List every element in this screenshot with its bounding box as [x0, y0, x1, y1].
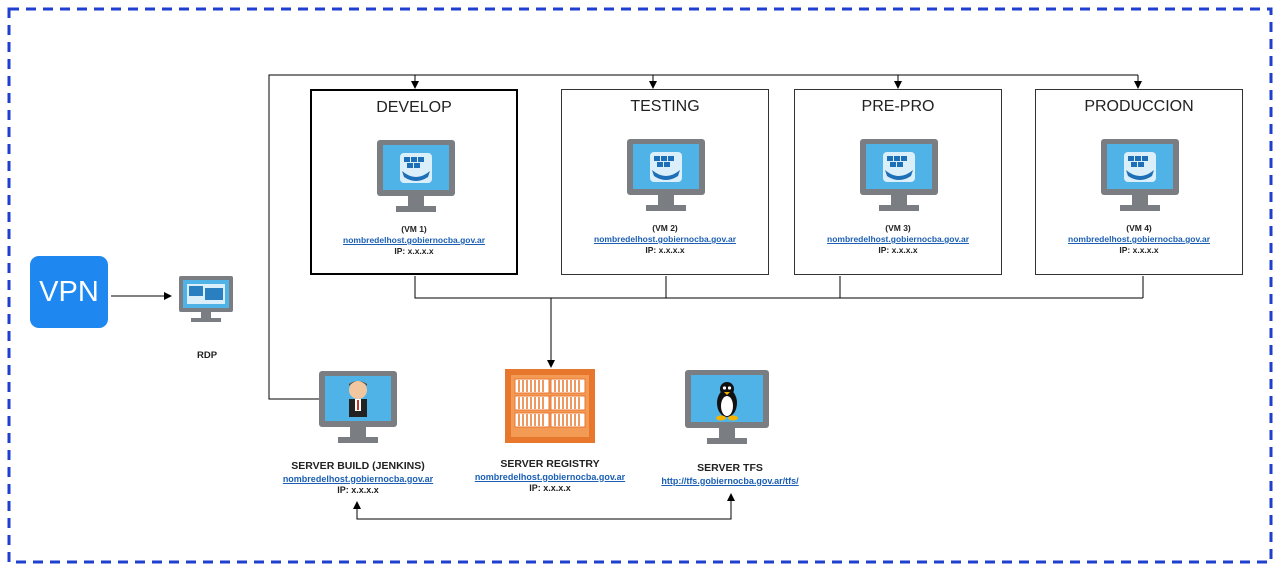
docker-monitor-icon	[1101, 139, 1179, 211]
vm-label: (VM 1)	[401, 224, 427, 234]
server-build-ip: IP: x.x.x.x	[337, 485, 379, 495]
linux-monitor-icon	[685, 370, 769, 444]
connector-jenkins-to-environments	[268, 74, 1138, 400]
ip-label: IP: x.x.x.x	[645, 245, 685, 255]
server-build-info: SERVER BUILD (JENKINS) nombredelhost.gob…	[270, 460, 446, 497]
host-link[interactable]: nombredelhost.gobiernocba.gov.ar	[343, 235, 485, 245]
env-box-develop[interactable]: DEVELOP (VM 1) nombredelhost.gobiernocba…	[310, 89, 518, 275]
container-registry-icon	[505, 369, 595, 443]
server-registry-ip: IP: x.x.x.x	[529, 483, 571, 493]
env-title: TESTING	[630, 98, 700, 115]
env-box-testing[interactable]: TESTING (VM 2) nombredelhost.gobiernocba…	[561, 89, 769, 275]
connector-jenkins-tfs	[356, 507, 732, 520]
host-link[interactable]: nombredelhost.gobiernocba.gov.ar	[827, 234, 969, 244]
outer-dashed-frame	[7, 7, 1273, 564]
vpn-label: VPN	[39, 275, 99, 308]
server-tfs-title: SERVER TFS	[697, 462, 763, 474]
rdp-label: RDP	[196, 350, 218, 361]
server-tfs-url-link[interactable]: http://tfs.gobiernocba.gov.ar/tfs/	[661, 475, 799, 486]
server-registry-title: SERVER REGISTRY	[500, 458, 600, 470]
vm-label: (VM 3)	[885, 223, 911, 233]
docker-monitor-icon	[377, 140, 455, 212]
docker-monitor-icon	[860, 139, 938, 211]
env-box-prepro[interactable]: PRE-PRO (VM 3) nombredelhost.gobiernocba…	[794, 89, 1002, 275]
connector-environments-to-registry	[414, 276, 1144, 366]
server-build-title: SERVER BUILD (JENKINS)	[291, 460, 425, 472]
docker-monitor-icon	[627, 139, 705, 211]
vpn-icon: VPN	[30, 256, 108, 328]
vm-label: (VM 4)	[1126, 223, 1152, 233]
server-build-host-link[interactable]: nombredelhost.gobiernocba.gov.ar	[282, 473, 434, 484]
ip-label: IP: x.x.x.x	[394, 246, 434, 256]
server-tfs-info: SERVER TFS http://tfs.gobiernocba.gov.ar…	[640, 462, 820, 487]
server-registry-info: SERVER REGISTRY nombredelhost.gobiernocb…	[460, 458, 640, 495]
host-link[interactable]: nombredelhost.gobiernocba.gov.ar	[594, 234, 736, 244]
env-title: DEVELOP	[376, 99, 452, 116]
server-registry-host-link[interactable]: nombredelhost.gobiernocba.gov.ar	[474, 471, 626, 482]
env-title: PRE-PRO	[861, 98, 935, 115]
jenkins-monitor-icon	[319, 371, 397, 443]
env-box-produccion[interactable]: PRODUCCION (VM 4) nombredelhost.gobierno…	[1035, 89, 1243, 275]
host-link[interactable]: nombredelhost.gobiernocba.gov.ar	[1068, 234, 1210, 244]
ip-label: IP: x.x.x.x	[878, 245, 918, 255]
ip-label: IP: x.x.x.x	[1119, 245, 1159, 255]
remote-desktop-icon	[179, 276, 233, 322]
env-title: PRODUCCION	[1084, 98, 1194, 115]
vm-label: (VM 2)	[652, 223, 678, 233]
